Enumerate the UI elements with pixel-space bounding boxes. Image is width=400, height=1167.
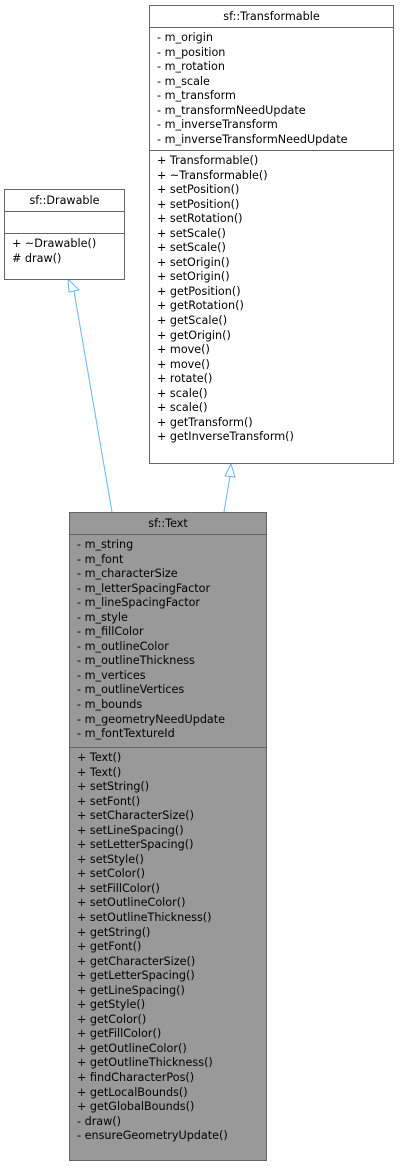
class-attribute: - m_origin	[157, 31, 213, 44]
class-method: + getScale()	[157, 314, 228, 328]
class-method: - ensureGeometryUpdate()	[77, 1129, 228, 1143]
inheritance-arrowhead-transformable	[224, 462, 236, 478]
class-method: + getString()	[77, 925, 151, 939]
class-method: + setPosition()	[157, 183, 240, 197]
class-method: + ~Drawable()	[12, 237, 97, 250]
class-method: + setOrigin()	[157, 255, 230, 269]
class-method: + getOutlineThickness()	[77, 1056, 213, 1070]
class-method: + setOutlineThickness()	[77, 911, 212, 925]
class-method: + setScale()	[157, 226, 226, 240]
class-attribute: - m_transform	[157, 89, 236, 103]
class-attribute: - m_string	[77, 538, 134, 551]
class-attribute: - m_geometryNeedUpdate	[77, 712, 226, 726]
class-method: + findCharacterPos()	[77, 1071, 195, 1085]
class-attribute: - m_rotation	[157, 60, 225, 74]
class-attribute: - m_lineSpacingFactor	[77, 596, 201, 610]
class-attribute: - m_scale	[157, 74, 210, 88]
class-method: + getOutlineColor()	[77, 1041, 187, 1055]
class-method: + getOrigin()	[157, 328, 231, 342]
methods-section: + Transformable()+ ~Transformable()+ set…	[150, 151, 393, 445]
class-attribute: - m_position	[157, 45, 226, 59]
class-attribute: - m_inverseTransformNeedUpdate	[157, 132, 348, 146]
class-method: + move()	[157, 357, 210, 371]
class-attribute: - m_letterSpacingFactor	[77, 581, 211, 595]
class-method: + setStyle()	[77, 852, 144, 866]
class-attribute: - m_font	[77, 552, 124, 566]
class-method: + getStyle()	[77, 998, 146, 1012]
class-method: + scale()	[157, 386, 208, 400]
class-method: + setLetterSpacing()	[77, 838, 194, 852]
class-attribute: - m_vertices	[77, 668, 146, 682]
class-method: + Text()	[77, 751, 122, 764]
class-method: + Text()	[77, 765, 122, 779]
class-method: + Transformable()	[157, 154, 259, 167]
class-method: + setScale()	[157, 241, 226, 255]
class-attribute: - m_transformNeedUpdate	[157, 103, 306, 117]
class-method: + setCharacterSize()	[77, 809, 194, 823]
inheritance-edge-transformable	[223, 475, 231, 513]
class-attribute: - m_bounds	[77, 698, 143, 712]
class-attribute: - m_outlineThickness	[77, 654, 195, 668]
class-attribute: - m_characterSize	[77, 567, 178, 581]
class-attribute: - m_style	[77, 610, 128, 624]
class-attribute: - m_inverseTransform	[157, 118, 278, 132]
class-box-text[interactable]: sf::Text - m_string- m_font- m_character…	[69, 512, 267, 1161]
class-method: + getTransform()	[157, 415, 253, 429]
class-method: + getLineSpacing()	[77, 983, 185, 997]
class-method: + setPosition()	[157, 197, 240, 211]
class-method: + setString()	[77, 780, 150, 794]
class-method: + move()	[157, 343, 210, 357]
class-method: + rotate()	[157, 372, 213, 386]
class-method: + getCharacterSize()	[77, 954, 196, 968]
class-method: + getInverseTransform()	[157, 430, 294, 444]
class-box-drawable[interactable]: sf::Drawable + ~Drawable()# draw()	[4, 189, 125, 280]
attributes-section: - m_string- m_font- m_characterSize- m_l…	[70, 535, 266, 748]
methods-section: + Text()+ Text()+ setString()+ setFont()…	[70, 748, 266, 1144]
attributes-section	[5, 212, 124, 234]
class-method: + getLetterSpacing()	[77, 969, 195, 983]
class-method: + getFillColor()	[77, 1027, 162, 1041]
class-method: + setRotation()	[157, 212, 243, 226]
class-method: + getRotation()	[157, 299, 244, 313]
class-title: sf::Transformable	[150, 6, 393, 28]
class-method: + setFont()	[77, 794, 141, 808]
class-method: # draw()	[12, 251, 62, 265]
class-title: sf::Drawable	[5, 190, 124, 212]
attributes-section: - m_origin- m_position- m_rotation- m_sc…	[150, 28, 393, 151]
class-method: + getColor()	[77, 1012, 147, 1026]
methods-section: + ~Drawable()# draw()	[5, 234, 124, 266]
class-method: + getPosition()	[157, 284, 241, 298]
class-method: + getFont()	[77, 940, 142, 954]
class-method: + setColor()	[77, 867, 145, 881]
class-method: + setLineSpacing()	[77, 823, 184, 837]
class-attribute: - m_outlineVertices	[77, 683, 185, 697]
class-method: + ~Transformable()	[157, 168, 268, 182]
class-method: + getLocalBounds()	[77, 1085, 188, 1099]
class-method: + getGlobalBounds()	[77, 1100, 195, 1114]
class-attribute: - m_fontTextureId	[77, 727, 175, 741]
class-attribute: - m_fillColor	[77, 625, 144, 639]
inheritance-edge-drawable	[73, 290, 113, 513]
class-method: - draw()	[77, 1114, 122, 1128]
class-title: sf::Text	[70, 513, 266, 535]
class-box-transformable[interactable]: sf::Transformable - m_origin- m_position…	[149, 5, 394, 464]
inheritance-arrowhead-drawable	[67, 277, 81, 293]
class-method: + setOutlineColor()	[77, 896, 186, 910]
class-method: + setFillColor()	[77, 881, 160, 895]
class-method: + setOrigin()	[157, 270, 230, 284]
class-attribute: - m_outlineColor	[77, 639, 169, 653]
class-method: + scale()	[157, 401, 208, 415]
